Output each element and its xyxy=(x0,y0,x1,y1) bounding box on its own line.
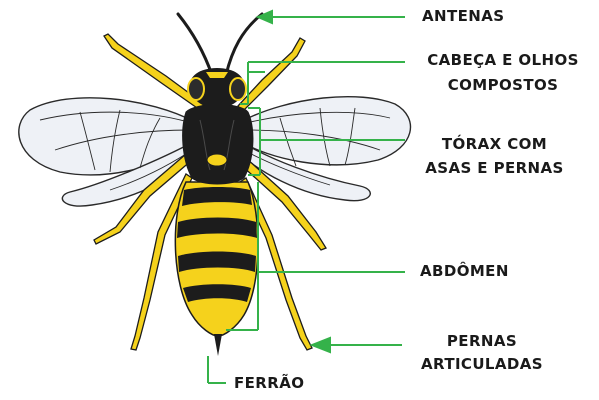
label-cabeca-line1: CABEÇA E OLHOS xyxy=(418,52,588,69)
antennae xyxy=(178,14,262,75)
label-abdomen: ABDÔMEN xyxy=(420,263,509,280)
thorax xyxy=(183,105,253,185)
left-antenna xyxy=(178,14,212,75)
label-antenas: ANTENAS xyxy=(422,8,504,25)
right-antenna xyxy=(226,14,262,75)
label-pernas-line2: ARTICULADAS xyxy=(402,356,562,373)
label-pernas-line1: PERNAS xyxy=(402,333,562,350)
stinger xyxy=(214,334,222,356)
abdomen xyxy=(175,182,258,336)
left-compound-eye xyxy=(188,78,204,100)
label-ferrao: FERRÃO xyxy=(234,375,304,392)
left-front-leg xyxy=(104,34,204,110)
label-torax-line2: ASAS E PERNAS xyxy=(412,160,577,177)
label-torax-line1: TÓRAX COM xyxy=(412,136,577,153)
label-cabeca-line2: COMPOSTOS xyxy=(418,77,588,94)
right-compound-eye xyxy=(230,78,246,100)
